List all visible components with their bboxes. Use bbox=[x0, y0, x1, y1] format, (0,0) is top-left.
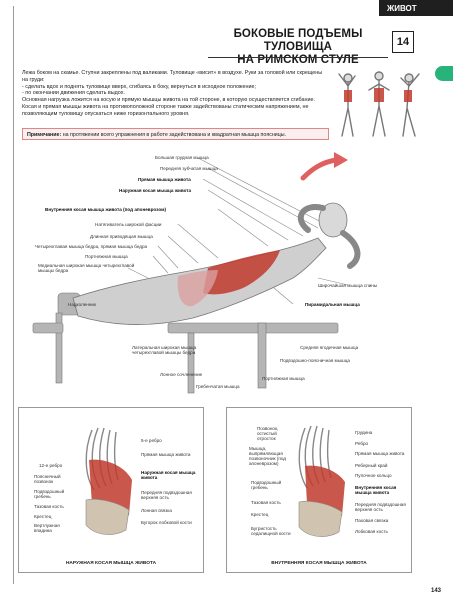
note-label: Примечание: bbox=[27, 131, 62, 138]
label-lumbar-vertebra: Поясничный позвонок bbox=[34, 474, 61, 484]
description-step: - по окончании движения сделать выдох. bbox=[22, 90, 125, 97]
label-pelvic-bone: Тазовая кость bbox=[34, 504, 64, 509]
label-adductor-longus: Длинная приводящая мышца bbox=[90, 234, 153, 239]
label-pyramidalis: Пирамидальная мышца bbox=[305, 302, 360, 307]
label-rectus-abdominis-left: Прямая мышца живота bbox=[141, 452, 191, 457]
label-sacrum: Крестец bbox=[34, 514, 52, 519]
title-line-1: БОКОВЫЕ ПОДЪЕМЫ ТУЛОВИЩА bbox=[233, 28, 363, 53]
label-sacrum-right: Крестец bbox=[251, 512, 269, 517]
page-number: 143 bbox=[430, 588, 441, 594]
label-costal-margin: Реберный край bbox=[355, 463, 388, 468]
exercise-number: 14 bbox=[392, 31, 414, 53]
external-oblique-figure bbox=[85, 427, 132, 535]
main-anatomy-figure bbox=[32, 152, 361, 394]
label-rectus-abdominis-right: Прямая мышца живота bbox=[355, 451, 405, 456]
label-ischial-tuberosity: Бугристость седалищной кости bbox=[251, 526, 291, 536]
label-rectus-femoris: Четырехглавая мышца бедра, прямая мышца … bbox=[35, 244, 148, 249]
title-underline bbox=[208, 57, 388, 58]
label-pectoralis-major: Большая грудная мышца bbox=[155, 155, 209, 160]
description-paragraph: Лежа боком на скамье. Ступни закреплены … bbox=[22, 70, 323, 83]
label-vastus-lateralis: Латеральная широкая мышца четырехглавой … bbox=[132, 345, 197, 355]
label-rectus-abdominis: Прямая мышца живота bbox=[138, 177, 191, 182]
page-left-rule bbox=[13, 6, 434, 584]
label-umbilical-ring: Пупочное кольцо bbox=[355, 473, 392, 478]
label-sartorius: Портняжная мышца bbox=[85, 254, 128, 259]
description-paragraph: Основная нагрузка ложится на косую и пря… bbox=[22, 97, 315, 117]
label-internal-oblique-right: Внутренняя косая мышца живота bbox=[355, 485, 397, 495]
internal-oblique-figure bbox=[298, 425, 345, 537]
panel-caption-right: ВНУТРЕННЯЯ КОСАЯ МЫШЦА ЖИВОТА bbox=[271, 561, 367, 566]
label-patella: Надколенник bbox=[68, 302, 96, 307]
section-tab: ЖИВОТ bbox=[379, 0, 453, 16]
panel-caption-left: НАРУЖНАЯ КОСАЯ МЫШЦА ЖИВОТА bbox=[65, 561, 157, 566]
label-vastus-medialis: Медиальная широкая мышца четырехглавой м… bbox=[38, 263, 135, 273]
label-pectineus: Гребенчатая мышца bbox=[196, 384, 240, 389]
label-iliac-crest-right: Подвздошный гребень bbox=[251, 480, 282, 490]
label-pubic-bone: Лобковая кость bbox=[355, 529, 388, 534]
label-serratus-anterior: Передняя зубчатая мышца bbox=[160, 166, 218, 171]
label-12th-rib: 12-е ребро bbox=[39, 463, 63, 468]
label-spinous-process: Позвонок, остистый отросток bbox=[257, 426, 279, 441]
note-box: Примечание: на протяжении всего упражнен… bbox=[22, 128, 329, 140]
label-internal-oblique: Внутренняя косая мышца живота (под апоне… bbox=[45, 207, 167, 212]
label-external-oblique: Наружная косая мышца живота bbox=[119, 188, 192, 193]
exercise-thumbnail-figures bbox=[338, 71, 420, 137]
label-external-oblique-left: Наружная косая мышца живота bbox=[141, 470, 196, 480]
label-iliopsoas: Подвздошно-поясничная мышца bbox=[280, 358, 350, 363]
label-iliac-crest: Подвздошный гребень bbox=[34, 489, 65, 499]
label-pubic-tubercle-left: Бугорок лобковой кости bbox=[141, 520, 192, 525]
label-latissimus-dorsi: Широчайшая мышца спины bbox=[318, 283, 378, 288]
label-tensor-fasciae: Натягиватель широкой фасции bbox=[95, 222, 162, 227]
label-asis-right: Передняя подвздошная верхняя ость bbox=[355, 502, 406, 512]
description-step: - сделать вдох и поднять туловище вверх,… bbox=[22, 83, 256, 90]
label-sternum: Грудина bbox=[355, 430, 373, 435]
label-pubic-ligament: Лонная связка bbox=[141, 508, 172, 513]
panel-internal-oblique: Позвонок, остистый отросток Мышца, выпря… bbox=[226, 407, 412, 573]
label-erector-spinae: Мышца, выпрямляющая позвоночник (под апо… bbox=[249, 446, 286, 466]
label-pubic-symphysis: Лонное сочленение bbox=[160, 372, 203, 377]
label-asis-left: Передняя подвздошная верхняя ость bbox=[141, 490, 192, 500]
label-5th-rib: 5-е ребро bbox=[141, 438, 162, 443]
label-acetabulum: Вертлужная впадина bbox=[34, 523, 60, 533]
label-inguinal-ligament: Паховая связка bbox=[355, 518, 389, 523]
label-gluteus-medius: Средняя ягодичная мышца bbox=[300, 345, 359, 350]
label-pelvic-bone-right: Тазовая кость bbox=[251, 500, 281, 505]
label-sartorius-bottom: Портняжная мышца bbox=[262, 376, 305, 381]
label-rib: Ребро bbox=[355, 441, 369, 446]
exercise-description: Лежа боком на скамье. Ступни закреплены … bbox=[22, 70, 327, 118]
exercise-title: БОКОВЫЕ ПОДЪЕМЫ ТУЛОВИЩА НА РИМСКОМ СТУЛ… bbox=[210, 28, 386, 67]
panel-external-oblique: 12-е ребро Поясничный позвонок Подвздошн… bbox=[18, 407, 204, 573]
chapter-marker bbox=[435, 66, 453, 81]
note-text: на протяжении всего упражнения в работе … bbox=[62, 131, 287, 138]
